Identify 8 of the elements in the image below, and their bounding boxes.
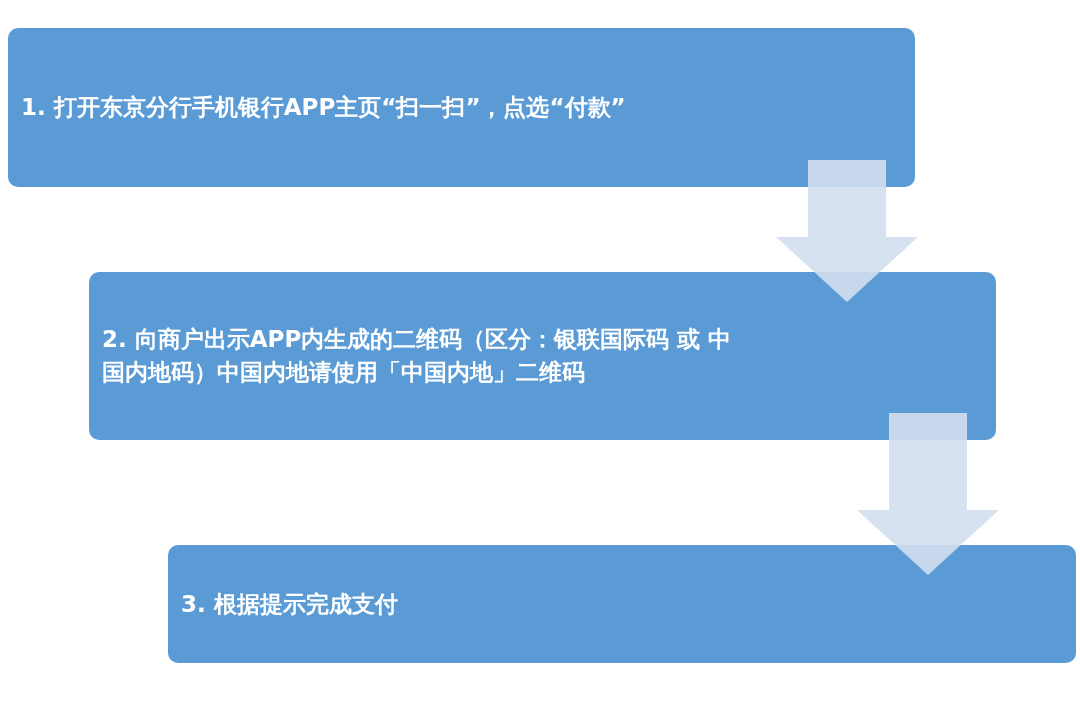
process-box (8, 28, 915, 187)
process-box (168, 545, 1076, 663)
block-arrow (857, 413, 999, 575)
step-text: 3. 根据提示完成支付 (181, 589, 398, 619)
process-box (89, 272, 996, 440)
block-arrow (776, 160, 918, 302)
step-text: 1. 打开东京分行手机银行APP主页“扫一扫”，点选“付款” (21, 93, 626, 122)
step-text: 2. 向商户出示APP内生成的二维码（区分：银联国际码 或 中国内地码）中国内地请使用「中国内地」二维码 (102, 325, 733, 387)
